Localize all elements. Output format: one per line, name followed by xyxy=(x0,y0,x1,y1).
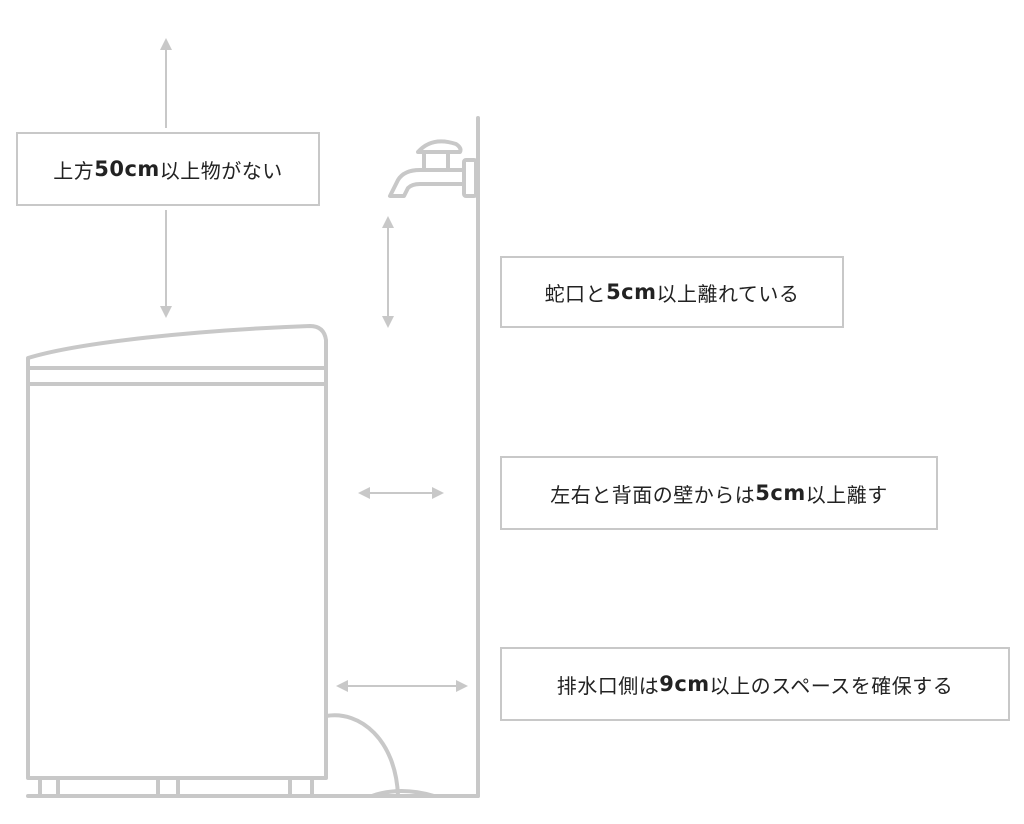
faucet-icon xyxy=(388,139,478,198)
label-measure: 5cm xyxy=(755,481,806,505)
label-text: 上方 xyxy=(53,158,95,183)
label-measure: 5cm xyxy=(606,280,657,304)
label-text: 排水口側は xyxy=(556,673,660,698)
label-text: 蛇口と xyxy=(544,281,607,306)
label-measure: 50cm xyxy=(94,157,160,181)
label-text: 以上のスペースを確保する xyxy=(709,673,954,698)
label-text: 以上離す xyxy=(805,482,888,507)
washing-machine-icon xyxy=(26,324,328,798)
label-text: 左右と背面の壁からは xyxy=(550,482,756,507)
label-text: 以上物がない xyxy=(159,158,283,183)
label-measure: 9cm xyxy=(659,672,710,696)
drain-hose-icon xyxy=(324,713,436,798)
label-text: 以上離れている xyxy=(656,281,800,306)
